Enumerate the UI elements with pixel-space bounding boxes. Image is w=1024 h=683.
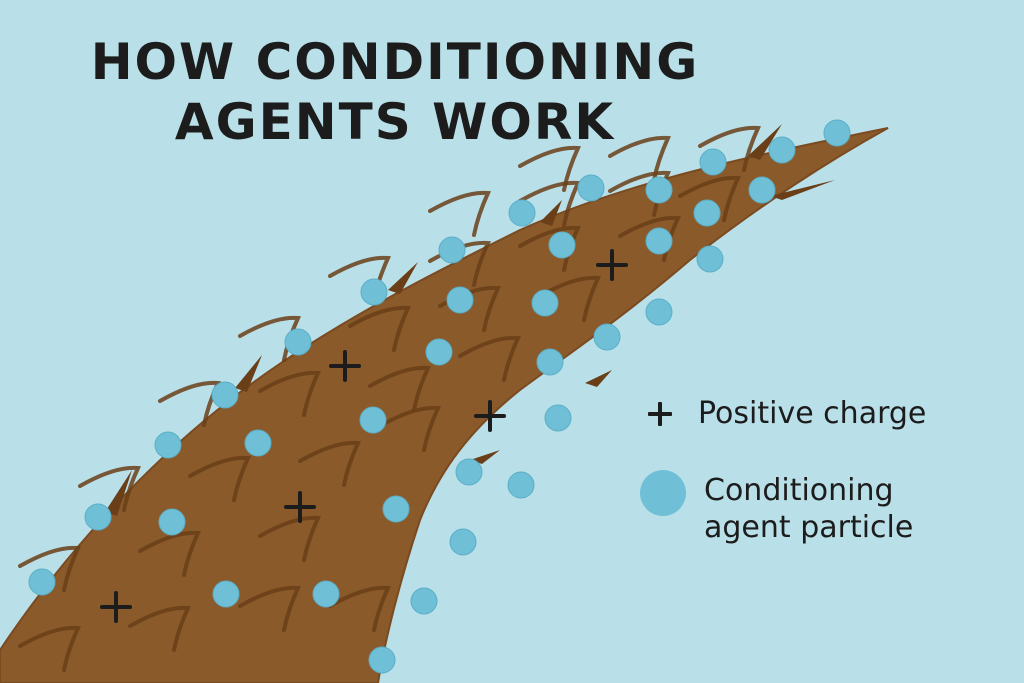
raised-cuticle-spike: [470, 450, 500, 464]
cuticle-scale: [258, 370, 321, 417]
conditioning-particle: [645, 298, 673, 326]
legend-label-positive-charge: Positive charge: [698, 396, 927, 431]
conditioning-particle: [645, 176, 673, 204]
cuticle-scale: [258, 515, 321, 562]
cuticle-scale: [128, 605, 191, 652]
conditioning-particle: [359, 406, 387, 434]
conditioning-particle: [536, 348, 564, 376]
cuticle-scale: [518, 225, 581, 272]
positive-charge-icon: [329, 350, 361, 382]
conditioning-particle: [425, 338, 453, 366]
conditioning-particle: [410, 587, 438, 615]
cuticle-scale: [348, 305, 411, 352]
cuticle-scale: [298, 440, 361, 487]
circle-dot-icon: [640, 470, 686, 516]
cuticle-scale: [518, 180, 581, 227]
cuticle-scale: [238, 585, 301, 632]
cuticle-scale: [698, 125, 761, 172]
diagram-title: HOW CONDITIONING AGENTS WORK: [0, 32, 790, 152]
cuticle-scale: [78, 465, 141, 512]
conditioning-particle: [507, 471, 535, 499]
cuticle-scale: [18, 545, 81, 592]
cuticle-scale: [138, 530, 201, 577]
conditioning-particle: [455, 458, 483, 486]
conditioning-particle: [593, 323, 621, 351]
cuticle-scales: [18, 125, 761, 672]
raised-cuticle-spike: [105, 470, 132, 516]
conditioning-particle: [531, 289, 559, 317]
conditioning-particle: [84, 503, 112, 531]
conditioning-particle: [154, 431, 182, 459]
conditioning-particle: [212, 580, 240, 608]
plus-sign-icon: [640, 395, 680, 435]
cuticle-scale: [158, 380, 221, 427]
conditioning-particle: [645, 227, 673, 255]
positive-charges: [100, 249, 628, 623]
conditioning-particle: [158, 508, 186, 536]
raised-cuticle-spike: [770, 180, 835, 200]
positive-charge-icon: [284, 491, 316, 523]
cuticle-scale: [538, 275, 601, 322]
cuticle-scale: [428, 190, 491, 237]
conditioning-particle: [368, 646, 396, 674]
legend-label-particle-line-2: agent particle: [704, 510, 914, 545]
raised-cuticle-edges: [105, 124, 835, 516]
cuticle-scale: [188, 455, 251, 502]
cuticle-scale: [458, 335, 521, 382]
legend-item-positive-charge: Positive charge: [640, 395, 926, 435]
conditioning-particle: [696, 245, 724, 273]
cuticle-scale: [608, 135, 671, 182]
conditioning-particle: [438, 236, 466, 264]
title-line-1: HOW CONDITIONING: [90, 33, 700, 91]
positive-charge-icon: [100, 591, 132, 623]
legend-item-particle: Conditioning agent particle: [640, 470, 913, 546]
conditioning-particle: [768, 136, 796, 164]
conditioning-particle: [699, 148, 727, 176]
conditioning-particle: [284, 328, 312, 356]
conditioning-particle: [577, 174, 605, 202]
raised-cuticle-spike: [540, 200, 562, 226]
conditioning-particle: [449, 528, 477, 556]
conditioning-particle: [312, 580, 340, 608]
cuticle-scale: [518, 145, 581, 192]
cuticle-scale: [678, 175, 741, 222]
cuticle-scale: [328, 585, 391, 632]
conditioning-particle: [508, 199, 536, 227]
conditioning-particle: [211, 381, 239, 409]
conditioning-particle: [244, 429, 272, 457]
conditioning-particle: [360, 278, 388, 306]
conditioning-particles: [28, 119, 851, 674]
conditioning-particle: [544, 404, 572, 432]
conditioning-particle: [823, 119, 851, 147]
cuticle-scale: [18, 625, 81, 672]
title-line-2: AGENTS WORK: [174, 93, 616, 151]
conditioning-particle: [748, 176, 776, 204]
hair-strand: [0, 124, 889, 683]
raised-cuticle-spike: [585, 370, 612, 387]
conditioning-particle: [382, 495, 410, 523]
positive-charge-icon: [474, 400, 506, 432]
cuticle-scale: [378, 405, 441, 452]
legend-label-particle-line-1: Conditioning: [704, 473, 894, 508]
raised-cuticle-spike: [748, 124, 782, 160]
legend-label-particle: Conditioning agent particle: [704, 472, 913, 546]
conditioning-particle: [548, 231, 576, 259]
cuticle-scale: [368, 365, 431, 412]
conditioning-particle: [28, 568, 56, 596]
positive-charge-icon: [596, 249, 628, 281]
conditioning-particle: [446, 286, 474, 314]
conditioning-particle: [693, 199, 721, 227]
raised-cuticle-spike: [388, 262, 418, 294]
raised-cuticle-spike: [235, 355, 262, 392]
